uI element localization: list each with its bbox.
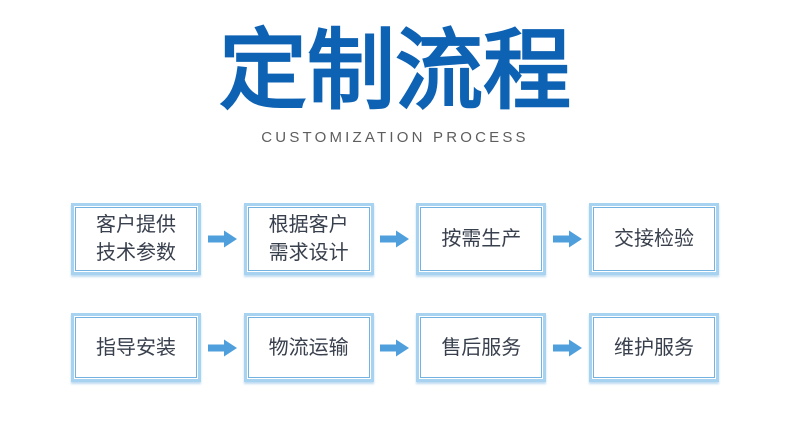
flow-step-label: 需求设计 bbox=[268, 242, 349, 264]
flow-step-label: 技术参数 bbox=[96, 242, 176, 264]
flow-step-label: 维护服务 bbox=[613, 336, 694, 359]
flow-step-design-per-requirements: 根据客户 需求设计 bbox=[243, 203, 374, 275]
flow-step-maintenance-service: 维护服务 bbox=[588, 313, 719, 382]
flow-arrow-icon bbox=[380, 230, 410, 248]
flow-step-installation-guidance: 指导安装 bbox=[71, 313, 201, 382]
flow-step-label: 售后服务 bbox=[441, 336, 522, 359]
flow-step-handover-inspection: 交接检验 bbox=[588, 203, 719, 275]
page-title: 定制流程 bbox=[218, 21, 571, 120]
flow-arrow-icon bbox=[207, 230, 237, 248]
flow-step-provide-parameters: 客户提供 技术参数 bbox=[71, 203, 201, 275]
flow-step-label: 按需生产 bbox=[441, 228, 522, 250]
flow-step-label: 指导安装 bbox=[96, 336, 176, 359]
flow-step-label: 交接检验 bbox=[613, 228, 694, 250]
header: 定制流程 CUSTOMIZATION PROCESS bbox=[0, 0, 790, 147]
flow-step-on-demand-production: 按需生产 bbox=[416, 203, 547, 275]
flow-step-after-sales-service: 售后服务 bbox=[416, 313, 547, 382]
flow-arrow-icon bbox=[553, 230, 583, 248]
flow-step-logistics: 物流运输 bbox=[243, 313, 374, 382]
flow-step-label: 客户提供 bbox=[96, 214, 176, 236]
flow-arrow-icon bbox=[380, 339, 410, 357]
process-flow-diagram: 客户提供 技术参数 根据客户 需求设计 按需生产 交接检验 bbox=[71, 203, 719, 382]
flow-step-label: 物流运输 bbox=[268, 336, 349, 359]
page-subtitle: CUSTOMIZATION PROCESS bbox=[261, 129, 529, 146]
flow-step-label: 根据客户 bbox=[268, 214, 349, 236]
flow-row-2: 指导安装 物流运输 售后服务 维护服务 bbox=[71, 313, 719, 382]
flow-arrow-icon bbox=[553, 339, 583, 357]
flow-row-1: 客户提供 技术参数 根据客户 需求设计 按需生产 交接检验 bbox=[71, 203, 719, 275]
flow-arrow-icon bbox=[207, 339, 237, 357]
